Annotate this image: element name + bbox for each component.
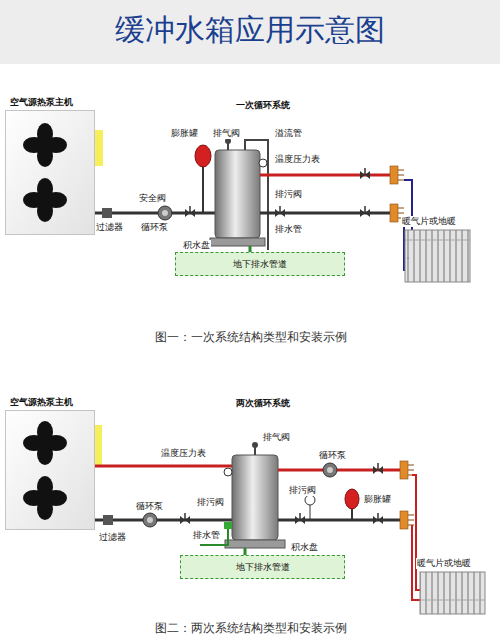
- part-label: 过滤器: [98, 532, 127, 543]
- drain-channel: 地下排水管道: [175, 252, 345, 276]
- node-text: 地下排水管道: [233, 562, 293, 573]
- part-label: 排污阀: [274, 189, 303, 200]
- part-label: 积水盘: [290, 542, 319, 553]
- part-label: 安全阀: [138, 193, 167, 204]
- heat-pump-unit: 空气源热泵主机: [5, 110, 95, 235]
- part-label: 排水管: [192, 530, 221, 541]
- part-label: 循环泵: [140, 222, 169, 233]
- system-title: 两次循环系统: [235, 398, 291, 409]
- part-label: 循环泵: [135, 501, 164, 512]
- figure-caption: 图二：两次系统结构类型和安装示例: [0, 621, 500, 636]
- node-text: 空气源热泵主机: [10, 97, 73, 108]
- part-label: 排污阀: [196, 497, 225, 508]
- part-label: 溢流管: [274, 128, 303, 139]
- system-title: 一次循环系统: [235, 100, 291, 111]
- part-label: 温度压力表: [160, 448, 207, 459]
- part-label: 排水管: [274, 224, 303, 235]
- node-text: 暖气片或地暖: [416, 558, 472, 569]
- drain-channel: 地下排水管道: [180, 555, 345, 579]
- part-label: 排气阀: [262, 432, 291, 443]
- radiator: 暖气片或地暖: [420, 572, 485, 614]
- part-label: 膨胀罐: [363, 494, 392, 505]
- node-text: 暖气片或地暖: [401, 216, 457, 227]
- radiator: 暖气片或地暖: [405, 230, 470, 282]
- part-label: 膨胀罐: [170, 128, 199, 139]
- part-label: 循环泵: [318, 450, 347, 461]
- node-text: 地下排水管道: [230, 259, 290, 270]
- part-label: 温度压力表: [274, 154, 321, 165]
- part-label: 排污阀: [288, 485, 317, 496]
- figure-caption: 图一：一次系统结构类型和安装示例: [0, 330, 500, 345]
- page-title: 缓冲水箱应用示意图: [0, 10, 500, 50]
- part-label: 排气阀: [212, 128, 241, 139]
- part-label: 过滤器: [95, 222, 124, 233]
- heat-pump-unit: 空气源热泵主机: [5, 410, 95, 530]
- node-text: 空气源热泵主机: [10, 397, 73, 408]
- part-label: 积水盘: [182, 240, 211, 251]
